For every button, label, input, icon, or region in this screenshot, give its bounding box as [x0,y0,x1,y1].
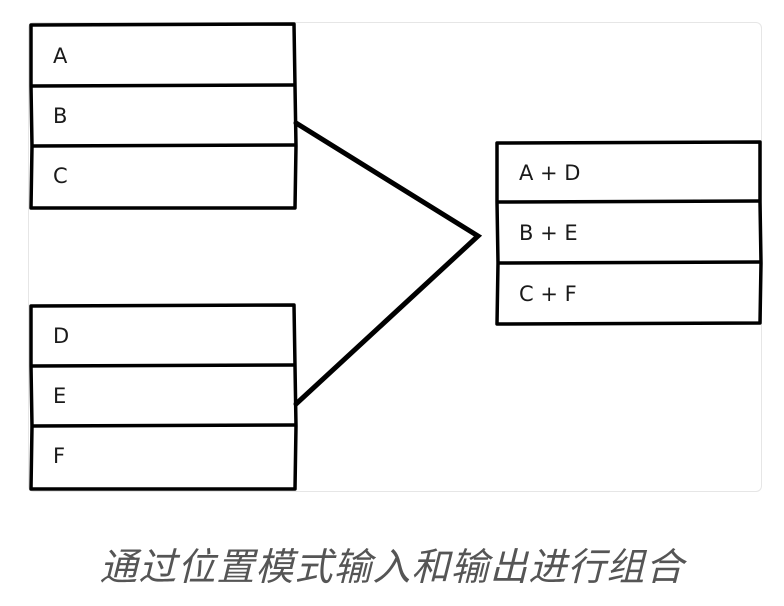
input-group-top: A B C [29,22,298,210]
cell-a-plus-d: A + D [519,161,580,185]
input-group-top-divider-2 [30,143,297,148]
cell-b: B [53,104,67,128]
output-group-outline [495,140,763,326]
figure-caption: 通过位置模式输入和输出进行组合 [99,545,685,589]
output-group: A + D B + E C + F [495,140,763,326]
cell-d: D [53,324,69,348]
input-group-top-outline [29,22,298,210]
merge-connector [293,120,483,407]
input-group-bottom-outline [29,303,298,491]
input-group-bottom-divider-1 [31,363,296,368]
cell-c: C [53,164,68,188]
output-group-divider-2 [497,260,762,265]
cell-a: A [53,44,68,68]
cell-e: E [53,384,66,408]
cell-f: F [53,444,65,468]
cell-b-plus-e: B + E [519,221,578,245]
cell-c-plus-f: C + F [519,282,577,306]
input-group-top-divider-1 [31,83,296,88]
input-group-bottom: D E F [29,303,298,491]
output-group-divider-1 [496,199,761,204]
input-group-bottom-divider-2 [30,423,297,428]
diagram-frame [28,22,762,492]
